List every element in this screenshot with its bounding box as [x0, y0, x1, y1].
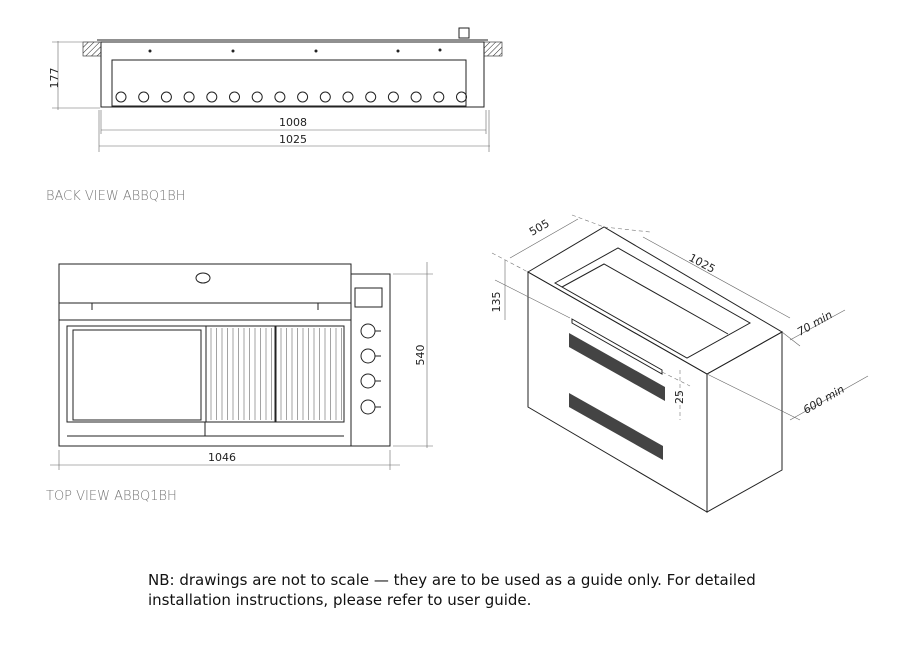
vent-hole: [160, 91, 172, 103]
vent-hole: [342, 91, 354, 103]
vent-hole: [183, 91, 195, 103]
vent-hole: [229, 91, 240, 103]
dim-depth-540: 540: [414, 345, 427, 366]
back-view: 177 1008 1025 BACK VIEW ABBQ1BH: [46, 27, 503, 204]
note-line-1: NB: drawings are not to scale — they are…: [148, 571, 756, 589]
iso-view: 505 1025 135 25 70 min 600 min: [490, 214, 869, 513]
control-panel: [350, 273, 391, 447]
vent-hole: [251, 91, 263, 103]
dim-1025: 1025: [687, 251, 718, 276]
dim-135: 135: [490, 292, 503, 313]
grate-bars: [210, 328, 342, 420]
knob-4[interactable]: [360, 399, 376, 415]
griddle-plate: [66, 325, 207, 423]
vent-hole: [456, 91, 467, 103]
cabinet-side: [706, 331, 783, 513]
knob-2[interactable]: [360, 348, 376, 364]
counter-hatch-right: [483, 41, 503, 57]
dim-25: 25: [673, 390, 686, 404]
back-view-label: BACK VIEW ABBQ1BH: [46, 189, 186, 204]
display-window: [354, 287, 383, 308]
back-panel: [111, 59, 467, 107]
gas-inlet: [458, 27, 470, 39]
back-frame: [100, 41, 485, 108]
dim-height-177: 177: [48, 68, 61, 89]
control-knobs: [360, 323, 381, 415]
vent-grille-upper: [569, 333, 665, 401]
disclaimer-note: NB: drawings are not to scale — they are…: [148, 570, 828, 610]
vent-hole: [319, 91, 331, 103]
vent-grille-lower: [569, 393, 663, 460]
vent-hole: [297, 91, 309, 103]
knob-1[interactable]: [360, 323, 376, 339]
dim-width-1046: 1046: [208, 451, 236, 464]
knob-3[interactable]: [360, 373, 376, 389]
vent-hole: [410, 91, 422, 103]
dim-600-min: 600 min: [801, 383, 847, 417]
vent-hole: [365, 91, 377, 103]
dim-505: 505: [527, 217, 552, 239]
top-view-label: TOP VIEW ABBQ1BH: [46, 489, 177, 504]
back-screws: [148, 48, 442, 53]
vent-hole: [387, 91, 399, 103]
logo-badge: [195, 272, 211, 284]
cutout-opening: [553, 247, 752, 359]
vent-hole: [115, 91, 127, 103]
cabinet-top: [527, 226, 784, 375]
top-view: 540 1046 TOP VIEW ABBQ1BH: [46, 262, 433, 504]
dim-width-1008: 1008: [279, 116, 307, 129]
vent-hole: [433, 91, 445, 103]
note-line-2: installation instructions, please refer …: [148, 591, 532, 609]
dim-70-min: 70 min: [795, 308, 835, 338]
vent-hole: [206, 91, 218, 103]
lid: [58, 263, 352, 321]
dim-width-1025: 1025: [279, 133, 307, 146]
vent-hole: [138, 91, 150, 103]
vent-hole: [274, 91, 286, 103]
vent-holes: [115, 91, 467, 103]
counter-hatch-left: [82, 41, 102, 57]
front-slot: [571, 318, 663, 375]
